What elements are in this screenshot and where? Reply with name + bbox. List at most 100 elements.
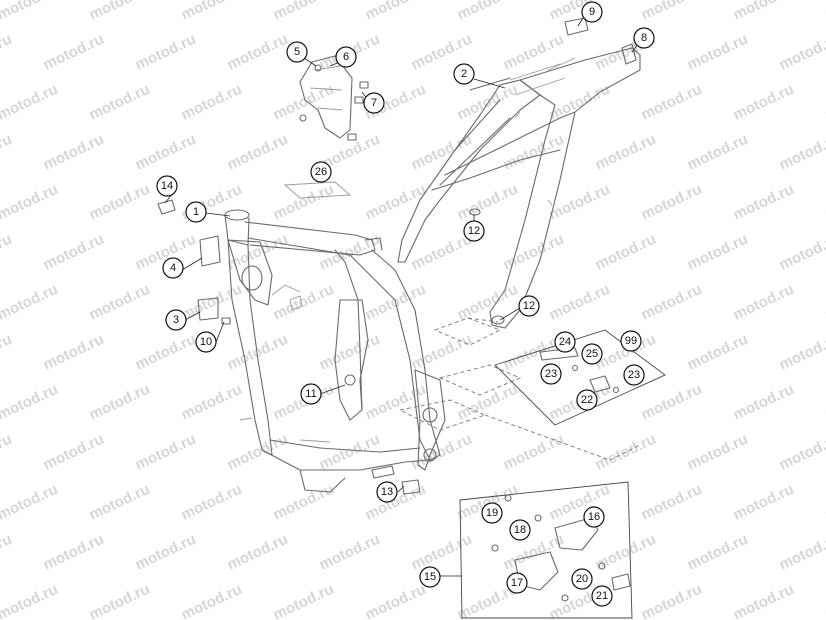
watermark-text: motod.ru xyxy=(133,531,199,574)
watermark-text: motod.ru xyxy=(179,581,245,620)
watermark-text: motod.ru xyxy=(685,331,751,374)
watermark-text: motod.ru xyxy=(179,481,245,524)
callout-9-label: 9 xyxy=(589,6,595,18)
callout-24-label: 24 xyxy=(559,336,571,348)
watermark-text: motod.ru xyxy=(133,131,199,174)
watermark-text: motod.ru xyxy=(133,31,199,74)
watermark-text: motod.ru xyxy=(41,431,107,474)
callout-8[interactable]: 8 xyxy=(633,27,655,49)
watermark-text: motod.ru xyxy=(777,131,826,174)
watermark-text: motod.ru xyxy=(133,431,199,474)
callout-15[interactable]: 15 xyxy=(419,566,441,588)
watermark-text: motod.ru xyxy=(179,0,245,24)
watermark-text: motod.ru xyxy=(87,381,153,424)
callout-22[interactable]: 22 xyxy=(576,389,598,411)
watermark-text: motod.ru xyxy=(41,231,107,274)
callout-1[interactable]: 1 xyxy=(185,201,207,223)
callout-13-label: 13 xyxy=(381,486,393,498)
watermark-text: motod.ru xyxy=(639,481,705,524)
watermark-text: motod.ru xyxy=(0,581,61,620)
watermark-text: motod.ru xyxy=(0,331,15,374)
callout-12-lower-label: 12 xyxy=(523,300,535,312)
watermark-text: motod.ru xyxy=(501,131,567,174)
watermark-text: motod.ru xyxy=(685,131,751,174)
callout-12-upper[interactable]: 12 xyxy=(463,220,485,242)
callout-19[interactable]: 19 xyxy=(481,502,503,524)
watermark-text: motod.ru xyxy=(639,281,705,324)
watermark-text: motod.ru xyxy=(685,431,751,474)
callout-17[interactable]: 17 xyxy=(506,572,528,594)
kit-box-15 xyxy=(440,481,633,619)
callout-25-label: 25 xyxy=(586,348,598,360)
callout-2[interactable]: 2 xyxy=(453,63,475,85)
watermark-text: motod.ru xyxy=(731,481,797,524)
watermark-text: motod.ru xyxy=(777,331,826,374)
callout-16[interactable]: 16 xyxy=(583,506,605,528)
watermark-text: motod.ru xyxy=(317,531,383,574)
watermark-text: motod.ru xyxy=(731,381,797,424)
callout-3[interactable]: 3 xyxy=(165,309,187,331)
watermark-text: motod.ru xyxy=(363,581,429,620)
watermark-text: motod.ru xyxy=(0,431,15,474)
watermark-text: motod.ru xyxy=(685,31,751,74)
callout-14-label: 14 xyxy=(161,180,173,192)
callout-21[interactable]: 21 xyxy=(591,585,613,607)
callout-5[interactable]: 5 xyxy=(286,41,308,63)
callout-23-right[interactable]: 23 xyxy=(623,364,645,386)
watermark-text: motod.ru xyxy=(501,531,567,574)
callout-99[interactable]: 99 xyxy=(620,330,642,352)
callout-22-label: 22 xyxy=(581,394,593,406)
watermark-text: motod.ru xyxy=(0,281,61,324)
watermark-text: motod.ru xyxy=(731,0,797,24)
watermark-text: motod.ru xyxy=(271,181,337,224)
watermark-text: motod.ru xyxy=(225,431,291,474)
watermark-text: motod.ru xyxy=(731,281,797,324)
callout-16-label: 16 xyxy=(588,511,600,523)
watermark-text: motod.ru xyxy=(455,281,521,324)
watermark-text: motod.ru xyxy=(179,81,245,124)
watermark-text: motod.ru xyxy=(225,131,291,174)
callout-14[interactable]: 14 xyxy=(156,175,178,197)
callout-12-lower[interactable]: 12 xyxy=(518,295,540,317)
watermark-text: motod.ru xyxy=(455,381,521,424)
watermark-text: motod.ru xyxy=(87,181,153,224)
callout-4[interactable]: 4 xyxy=(162,257,184,279)
watermark-text: motod.ru xyxy=(179,281,245,324)
callout-19-label: 19 xyxy=(486,507,498,519)
watermark-text: motod.ru xyxy=(0,381,61,424)
dashed-placement-area xyxy=(398,317,641,461)
callout-11[interactable]: 11 xyxy=(300,383,322,405)
watermark-text: motod.ru xyxy=(823,281,826,324)
watermark-text: motod.ru xyxy=(409,531,475,574)
watermark-text: motod.ru xyxy=(0,531,15,574)
callout-23-left-label: 23 xyxy=(545,368,557,380)
callout-24[interactable]: 24 xyxy=(554,331,576,353)
callout-25[interactable]: 25 xyxy=(581,343,603,365)
callout-20[interactable]: 20 xyxy=(571,568,593,590)
callout-26[interactable]: 26 xyxy=(310,161,332,183)
callout-9[interactable]: 9 xyxy=(581,1,603,23)
watermark-text: motod.ru xyxy=(87,281,153,324)
watermark-text: motod.ru xyxy=(41,331,107,374)
callout-13[interactable]: 13 xyxy=(376,481,398,503)
callout-18[interactable]: 18 xyxy=(509,519,531,541)
watermark-text: motod.ru xyxy=(593,231,659,274)
watermark-text: motod.ru xyxy=(271,81,337,124)
callout-6[interactable]: 6 xyxy=(335,46,357,68)
watermark-text: motod.ru xyxy=(823,381,826,424)
watermark-text: motod.ru xyxy=(731,81,797,124)
callout-20-label: 20 xyxy=(576,573,588,585)
callout-7[interactable]: 7 xyxy=(363,92,385,114)
watermark-text: motod.ru xyxy=(455,181,521,224)
callout-10[interactable]: 10 xyxy=(195,331,217,353)
callout-12-upper-label: 12 xyxy=(468,225,480,237)
callout-23-left[interactable]: 23 xyxy=(540,363,562,385)
callout-11-label: 11 xyxy=(305,388,316,400)
watermark-text: motod.ru xyxy=(133,331,199,374)
watermark-text: motod.ru xyxy=(41,131,107,174)
watermark-text: motod.ru xyxy=(501,231,567,274)
watermark-text: motod.ru xyxy=(639,581,705,620)
